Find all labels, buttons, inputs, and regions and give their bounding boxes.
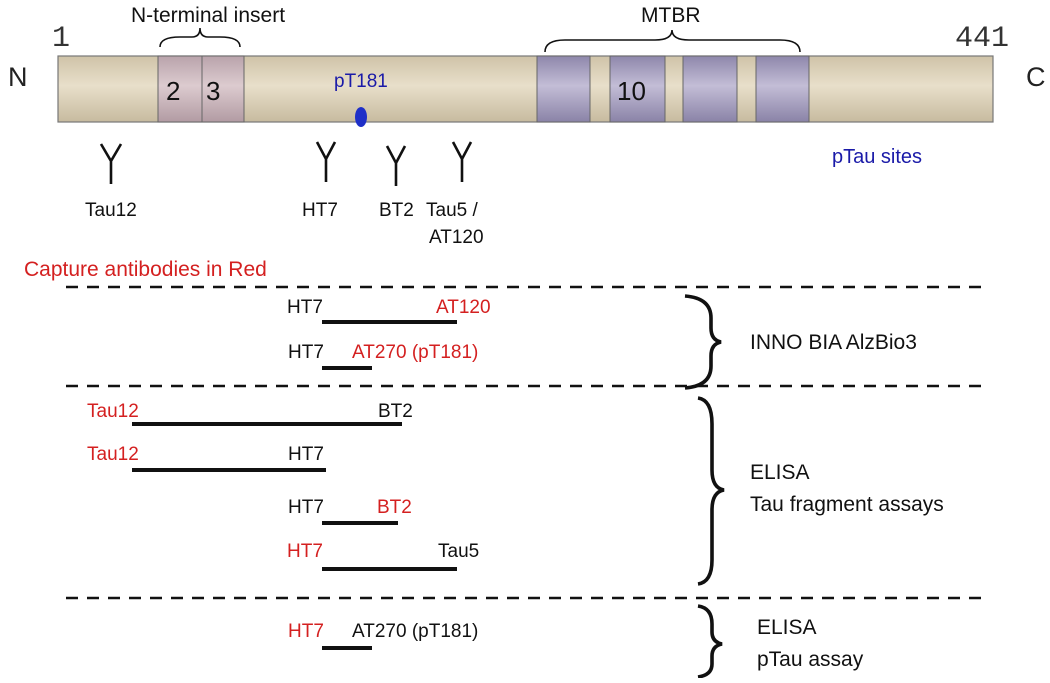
inno-row2-right-label: AT270 (pT181): [352, 342, 478, 363]
repeat-domain-2: [609, 55, 666, 123]
residue-start-number: 1: [52, 22, 70, 56]
antibody-at120-label: AT120: [429, 227, 484, 248]
antibody-ht7-icon: [315, 141, 337, 182]
elisa-row1-right-label: BT2: [378, 401, 413, 422]
elisa-row2-right-label: HT7: [288, 444, 324, 465]
antibody-tau5-icon: [451, 141, 473, 182]
elisa-row1-left-label: Tau12: [87, 401, 139, 422]
insert-segment-2: [157, 55, 203, 123]
antibody-tau12-icon: [99, 143, 123, 184]
repeat-10-label: 10: [617, 76, 646, 106]
mtbr-brace: [544, 29, 801, 53]
inno-assay-label: INNO BIA AlzBio3: [750, 331, 917, 354]
ptau-label-line2: pTau assay: [757, 648, 864, 671]
repeat-domain-1: [536, 55, 591, 123]
elisa-fragment-label-line2: Tau fragment assays: [750, 493, 944, 516]
pt181-site-marker: [355, 107, 367, 127]
n-terminal-insert-label: N-terminal insert: [131, 4, 285, 27]
elisa-row3-right-label: BT2: [377, 497, 412, 518]
elisa-row4-left-label: HT7: [287, 541, 323, 562]
ptau-row1-right-label: AT270 (pT181): [352, 621, 478, 642]
elisa-fragment-bracket: [697, 396, 725, 586]
antibody-bt2-icon: [385, 145, 407, 186]
inno-row1-right-label: AT120: [436, 297, 491, 318]
ptau-sites-label: pTau sites: [832, 146, 922, 168]
n-terminus-label: N: [8, 62, 28, 92]
antibody-bt2-label: BT2: [379, 200, 414, 221]
pt181-site-label: pT181: [334, 71, 388, 92]
residue-end-number: 441: [955, 22, 1009, 56]
insert-segment-3: [201, 55, 245, 123]
antibody-tau12-label: Tau12: [85, 200, 137, 221]
antibody-tau5-label: Tau5 /: [426, 200, 478, 221]
ptau-bracket: [697, 604, 723, 679]
antibody-ht7-label: HT7: [302, 200, 338, 221]
inno-row1-left-label: HT7: [287, 297, 323, 318]
mtbr-label: MTBR: [641, 4, 701, 27]
elisa-row4-right-label: Tau5: [438, 541, 479, 562]
c-terminus-label: C: [1026, 62, 1046, 92]
inno-bracket: [684, 294, 722, 390]
repeat-domain-4: [755, 55, 810, 123]
insert-segment-2-label: 2: [166, 76, 180, 106]
elisa-row2-left-label: Tau12: [87, 444, 139, 465]
elisa-fragment-label-line1: ELISA: [750, 461, 810, 484]
insert-segment-3-label: 3: [206, 76, 220, 106]
insert-brace: [159, 27, 241, 48]
ptau-label-line1: ELISA: [757, 616, 817, 639]
elisa-row3-left-label: HT7: [288, 497, 324, 518]
inno-row2-left-label: HT7: [288, 342, 324, 363]
repeat-domain-3: [682, 55, 738, 123]
ptau-row1-left-label: HT7: [288, 621, 324, 642]
capture-note: Capture antibodies in Red: [24, 258, 267, 281]
